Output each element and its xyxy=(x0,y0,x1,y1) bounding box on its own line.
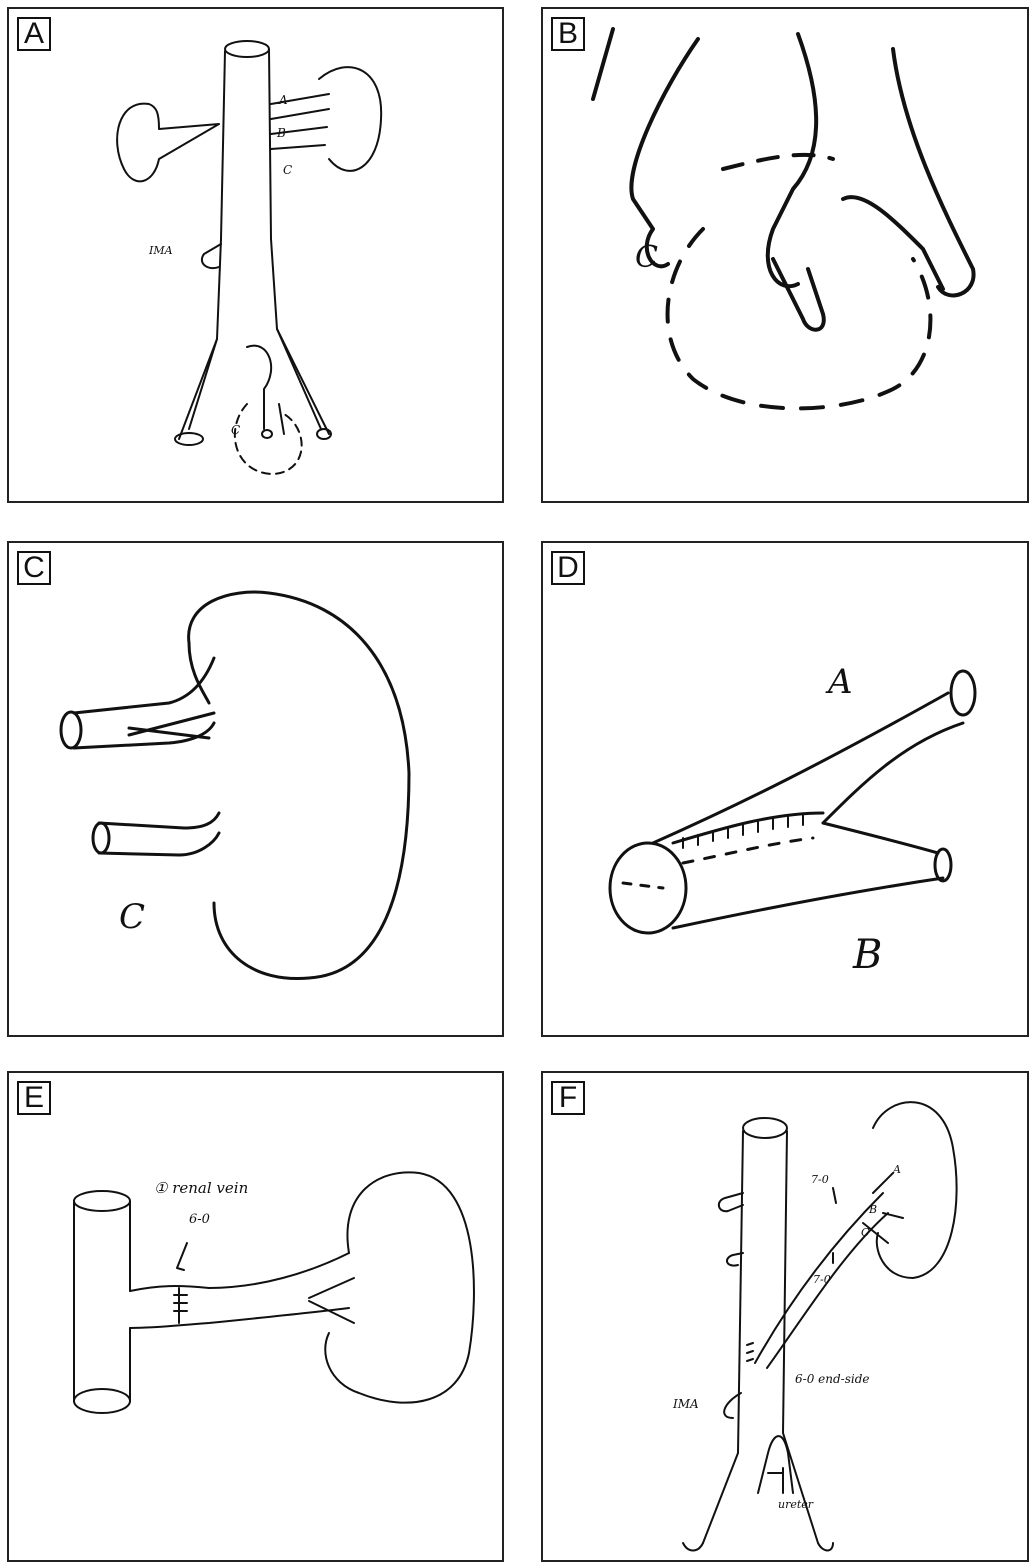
label-artery-b: B xyxy=(868,1203,877,1216)
label-artery-c: C xyxy=(119,897,145,937)
label-branch-b: B xyxy=(852,932,882,978)
renal-vein-anastomosis-drawing: ① renal vein 6-0 xyxy=(9,1073,504,1562)
label-ima: IMA xyxy=(672,1397,699,1411)
label-ureter-c: C xyxy=(231,423,240,437)
label-suture-top: 7-0 xyxy=(811,1173,829,1186)
label-ureter-c: C xyxy=(635,240,658,275)
label-artery-c: C xyxy=(283,163,292,177)
panel-label: B xyxy=(551,17,585,51)
panel-d: D A B xyxy=(541,541,1029,1037)
panel-b: B C xyxy=(541,7,1029,503)
panel-e: E ① renal vein 6-0 xyxy=(7,1071,504,1562)
final-reconstruction-drawing: 7-0 A B C 7-0 6-0 end-side IMA ureter xyxy=(543,1073,1029,1562)
panel-f: F 7-0 A B C 7-0 6-0 end-side IMA ureter xyxy=(541,1071,1029,1562)
label-end-side: 6-0 end-side xyxy=(795,1372,869,1386)
label-ima: IMA xyxy=(148,244,173,257)
label-suture: 6-0 xyxy=(189,1212,210,1227)
label-ureter: ureter xyxy=(778,1498,814,1511)
panel-a: A A B C IMA C xyxy=(7,7,504,503)
label-artery-a: A xyxy=(278,93,288,107)
kidney-closeup-drawing: C xyxy=(9,543,504,1037)
label-suture-mid: 7-0 xyxy=(813,1273,831,1286)
panel-label: D xyxy=(551,551,585,585)
panel-label: F xyxy=(551,1081,585,1115)
panel-label: E xyxy=(17,1081,51,1115)
panel-c: C C xyxy=(7,541,504,1037)
label-branch-a: A xyxy=(825,662,853,702)
panel-label: C xyxy=(17,551,51,585)
label-artery-c: C xyxy=(861,1226,870,1239)
reconstructed-artery-drawing: A B xyxy=(543,543,1029,1037)
label-renal-vein: ① renal vein xyxy=(154,1179,248,1197)
label-artery-a: A xyxy=(892,1163,901,1176)
artery-closeup-drawing: C xyxy=(543,9,1029,503)
label-artery-b: B xyxy=(276,126,286,140)
panel-label: A xyxy=(17,17,51,51)
aorta-kidneys-drawing: A B C IMA C xyxy=(9,9,504,503)
